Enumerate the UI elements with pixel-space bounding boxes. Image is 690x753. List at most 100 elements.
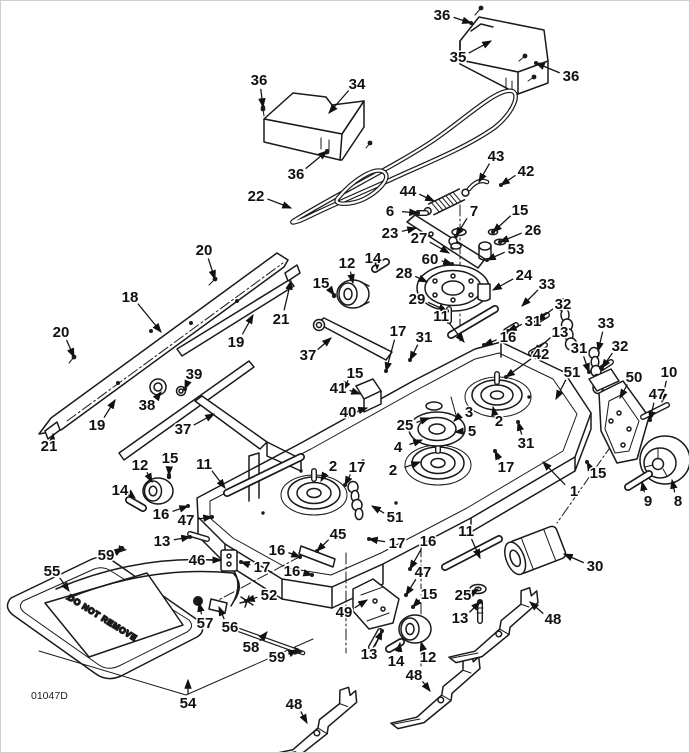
fastener-dot [416, 211, 420, 215]
part-number-label: 52 [261, 587, 278, 604]
part-number-label: 4 [394, 439, 403, 456]
fastener-dot [408, 358, 412, 362]
fastener-dot [506, 329, 510, 333]
leader-line [619, 384, 628, 400]
leader-line [468, 588, 480, 598]
leader-line [409, 548, 423, 571]
leader-line [328, 90, 350, 114]
part-number-label: 42 [518, 163, 535, 180]
leader-line [485, 251, 506, 261]
fastener-dot [493, 449, 497, 453]
leader-line [401, 226, 418, 234]
fastener-dot [454, 234, 458, 238]
part-number-label: 48 [545, 611, 562, 628]
part-number-label: 36 [288, 166, 305, 183]
fastener-dot [298, 555, 302, 559]
part-number-label: 2 [495, 413, 503, 430]
leader-line [427, 301, 449, 312]
part-number-label: 11 [458, 523, 474, 540]
part-number-label: 16 [500, 329, 517, 346]
leader-line [504, 358, 532, 378]
part-number-label: 45 [330, 526, 347, 543]
leader-line [468, 601, 481, 613]
leader-line [394, 641, 403, 653]
part-number-label: 56 [222, 619, 239, 636]
fastener-dot [244, 599, 248, 603]
lower-belt-cover [263, 92, 365, 161]
part-number-label: 32 [612, 338, 629, 355]
spindle-right [471, 371, 523, 411]
fastener-dot [648, 418, 652, 422]
leader-line [660, 380, 668, 404]
fastener-dot [384, 369, 388, 373]
part-number-label: 29 [409, 291, 426, 308]
leader-line [536, 308, 554, 322]
wheel-bracket [588, 368, 670, 464]
fastener-dot [445, 309, 449, 313]
leader-line [498, 232, 522, 243]
part-number-label: 35 [450, 49, 467, 66]
fastener-dot [188, 535, 192, 539]
blade-right [448, 587, 539, 664]
fastener-dot [186, 504, 190, 508]
part-number-label: 31 [416, 329, 433, 346]
leader-line [354, 599, 369, 609]
part-number-label: 5 [468, 423, 476, 440]
chain-right-upper [556, 298, 578, 351]
leader-line [516, 420, 525, 435]
part-number-label: 19 [89, 417, 106, 434]
fastener-dot [535, 319, 539, 323]
part-number-label: 7 [470, 203, 478, 220]
part-number-label: 19 [228, 334, 245, 351]
leader-line [197, 514, 214, 522]
fastener-dot [469, 21, 473, 25]
leader-line [370, 505, 385, 514]
leader-line [241, 313, 254, 335]
part-number-label: 33 [539, 276, 556, 293]
leader-line [414, 274, 429, 283]
part-number-label: 8 [674, 493, 682, 510]
part-number-label: 31 [525, 313, 542, 330]
fastener-dot [332, 293, 336, 297]
drive-belt [290, 88, 518, 225]
leader-line [317, 337, 332, 351]
part-number-label: 17 [390, 323, 407, 340]
part-number-label: 53 [508, 241, 525, 258]
part-number-label: 17 [349, 459, 366, 476]
leader-line [448, 322, 465, 343]
part-number-label: 59 [269, 649, 286, 666]
leader-line [429, 241, 451, 254]
part-number-label: 37 [175, 421, 192, 438]
leader-line [401, 208, 420, 216]
leader-line [193, 413, 216, 426]
part-number-label: 13 [154, 533, 171, 550]
part-number-label: 27 [411, 230, 428, 247]
part-number-label: 13 [452, 610, 469, 627]
leader-line [670, 478, 678, 493]
part-number-label: 39 [186, 366, 203, 383]
part-number-label: 17 [254, 559, 271, 576]
part-number-label: 15 [421, 586, 438, 603]
leader-line [349, 387, 362, 395]
leader-line [468, 40, 493, 54]
part-number-label: 16 [153, 506, 170, 523]
part-number-label: 48 [286, 696, 303, 713]
fastener-dot [600, 366, 604, 370]
part-number-label: 16 [284, 563, 301, 580]
leader-line [305, 150, 328, 170]
part-number-label: 36 [563, 68, 580, 85]
leader-line [529, 601, 544, 615]
part-number-label: 14 [365, 250, 382, 267]
part-number-label: 13 [361, 646, 378, 663]
leader-line [258, 631, 268, 642]
part-number-label: 31 [571, 340, 588, 357]
fastener-dot [239, 560, 243, 564]
leader-line [125, 489, 136, 499]
part-number-label: 22 [248, 188, 265, 205]
part-number-label: 20 [53, 324, 70, 341]
leader-line [404, 461, 422, 469]
fastener-dot [585, 460, 589, 464]
fastener-dot [499, 183, 503, 187]
part-number-label: 43 [488, 148, 505, 165]
fastener-dot [491, 230, 495, 234]
